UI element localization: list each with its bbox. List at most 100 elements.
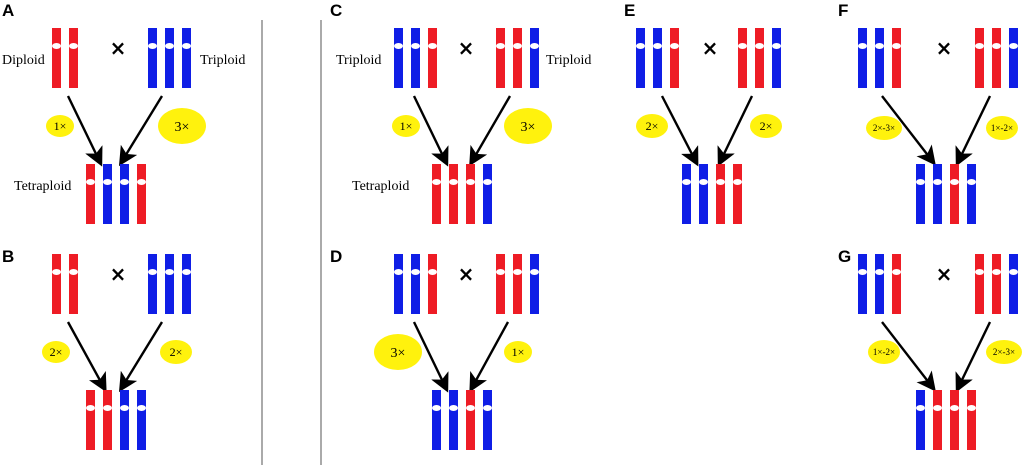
female-parent-chromosome-blue bbox=[875, 254, 884, 314]
offspring-centromere bbox=[916, 405, 925, 411]
female-parent-chromosome-red bbox=[69, 254, 78, 314]
offspring-centromere bbox=[733, 179, 742, 185]
male-dose-text: 1×-2× bbox=[991, 123, 1013, 133]
male-parent-centromere bbox=[975, 269, 984, 275]
female-dose-badge bbox=[866, 116, 902, 140]
female-parent-chromosomes bbox=[394, 28, 437, 88]
female-parent-chromosome-blue bbox=[636, 28, 645, 88]
offspring-chromosome-red bbox=[733, 164, 742, 224]
offspring-chromosome-red bbox=[137, 164, 146, 224]
female-parent-centromere bbox=[394, 269, 403, 275]
female-ploidy-label: Triploid bbox=[336, 53, 381, 68]
offspring-centromere bbox=[449, 405, 458, 411]
male-dose-text: 3× bbox=[521, 120, 536, 135]
female-parent-centromere bbox=[892, 43, 901, 49]
female-dose-badge bbox=[374, 334, 422, 370]
male-dose-badge bbox=[986, 340, 1022, 364]
female-arrow bbox=[881, 321, 936, 392]
male-parent-chromosome-red bbox=[975, 28, 984, 88]
male-parent-chromosome-blue bbox=[1009, 254, 1018, 314]
female-dose-badge bbox=[868, 340, 900, 364]
offspring-chromosome-blue bbox=[916, 390, 925, 450]
offspring-centromere bbox=[699, 179, 708, 185]
female-dose-badge bbox=[42, 341, 70, 363]
offspring-chromosome-blue bbox=[916, 164, 925, 224]
male-parent-chromosome-red bbox=[975, 254, 984, 314]
male-ploidy-label: Triploid bbox=[546, 53, 591, 68]
cross-symbol: × bbox=[458, 36, 475, 60]
female-dose-text: 1× bbox=[400, 119, 413, 133]
panel-letter: A bbox=[2, 1, 14, 20]
female-parent-chromosome-blue bbox=[875, 28, 884, 88]
panel-letter: D bbox=[330, 247, 342, 266]
male-parent-chromosome-blue bbox=[182, 254, 191, 314]
offspring-chromosome-red bbox=[950, 390, 959, 450]
offspring-chromosomes bbox=[432, 164, 492, 224]
female-parent-chromosome-blue bbox=[411, 254, 420, 314]
male-parent-chromosome-blue bbox=[148, 28, 157, 88]
offspring-chromosome-blue bbox=[103, 164, 112, 224]
male-dose-badge bbox=[160, 340, 192, 364]
female-parent-centromere bbox=[858, 43, 867, 49]
male-dose-badge bbox=[504, 108, 552, 144]
male-arrow bbox=[469, 321, 510, 393]
male-parent-centromere bbox=[530, 269, 539, 275]
male-parent-centromere bbox=[148, 269, 157, 275]
panel-f: F×2×-3×1×-2× bbox=[838, 1, 1018, 224]
male-dose-text: 2× bbox=[760, 119, 773, 133]
male-dose-badge bbox=[986, 116, 1018, 140]
female-parent-chromosome-blue bbox=[858, 254, 867, 314]
female-dose-text: 2× bbox=[646, 119, 659, 133]
female-parent-chromosome-blue bbox=[394, 254, 403, 314]
female-parent-chromosome-red bbox=[428, 254, 437, 314]
male-parent-chromosome-red bbox=[755, 28, 764, 88]
offspring-centromere bbox=[682, 179, 691, 185]
female-arrow bbox=[412, 95, 449, 167]
male-arrow bbox=[118, 321, 164, 393]
cross-symbol: × bbox=[936, 36, 953, 60]
offspring-chromosomes bbox=[916, 164, 976, 224]
offspring-centromere bbox=[967, 179, 976, 185]
female-parent-centromere bbox=[52, 269, 61, 275]
offspring-chromosome-blue bbox=[933, 164, 942, 224]
female-parent-centromere bbox=[428, 269, 437, 275]
offspring-chromosomes bbox=[86, 164, 146, 224]
offspring-chromosome-red bbox=[466, 164, 475, 224]
male-parent-chromosome-red bbox=[496, 254, 505, 314]
offspring-chromosome-red bbox=[716, 164, 725, 224]
female-arrow bbox=[66, 95, 103, 167]
female-parent-centromere bbox=[892, 269, 901, 275]
offspring-centromere bbox=[103, 405, 112, 411]
male-parent-centromere bbox=[496, 43, 505, 49]
male-dose-text: 2×-3× bbox=[993, 347, 1015, 357]
offspring-chromosome-red bbox=[86, 164, 95, 224]
offspring-chromosomes bbox=[916, 390, 976, 450]
male-parent-centromere bbox=[182, 43, 191, 49]
male-arrow bbox=[955, 95, 992, 167]
female-parent-centromere bbox=[394, 43, 403, 49]
offspring-centromere bbox=[466, 179, 475, 185]
offspring-centromere bbox=[120, 405, 129, 411]
male-arrow bbox=[469, 95, 512, 167]
offspring-centromere bbox=[466, 405, 475, 411]
female-dose-badge bbox=[636, 114, 668, 138]
offspring-chromosome-blue bbox=[449, 390, 458, 450]
female-dose-text: 3× bbox=[391, 346, 406, 361]
offspring-chromosome-blue bbox=[967, 164, 976, 224]
male-parent-chromosome-red bbox=[496, 28, 505, 88]
male-parent-chromosome-blue bbox=[182, 28, 191, 88]
offspring-chromosome-red bbox=[103, 390, 112, 450]
male-parent-chromosomes bbox=[975, 28, 1018, 88]
male-dose-badge bbox=[504, 341, 532, 363]
cross-symbol: × bbox=[110, 36, 127, 60]
offspring-centromere bbox=[950, 405, 959, 411]
male-parent-centromere bbox=[992, 43, 1001, 49]
panel-d: D×3×1× bbox=[330, 247, 539, 450]
female-dose-text: 2× bbox=[50, 345, 63, 359]
cross-symbol: × bbox=[702, 36, 719, 60]
male-dose-text: 1× bbox=[512, 345, 525, 359]
female-parent-centromere bbox=[52, 43, 61, 49]
female-parent-chromosomes bbox=[858, 254, 901, 314]
male-parent-chromosome-red bbox=[513, 254, 522, 314]
offspring-chromosome-red bbox=[449, 164, 458, 224]
